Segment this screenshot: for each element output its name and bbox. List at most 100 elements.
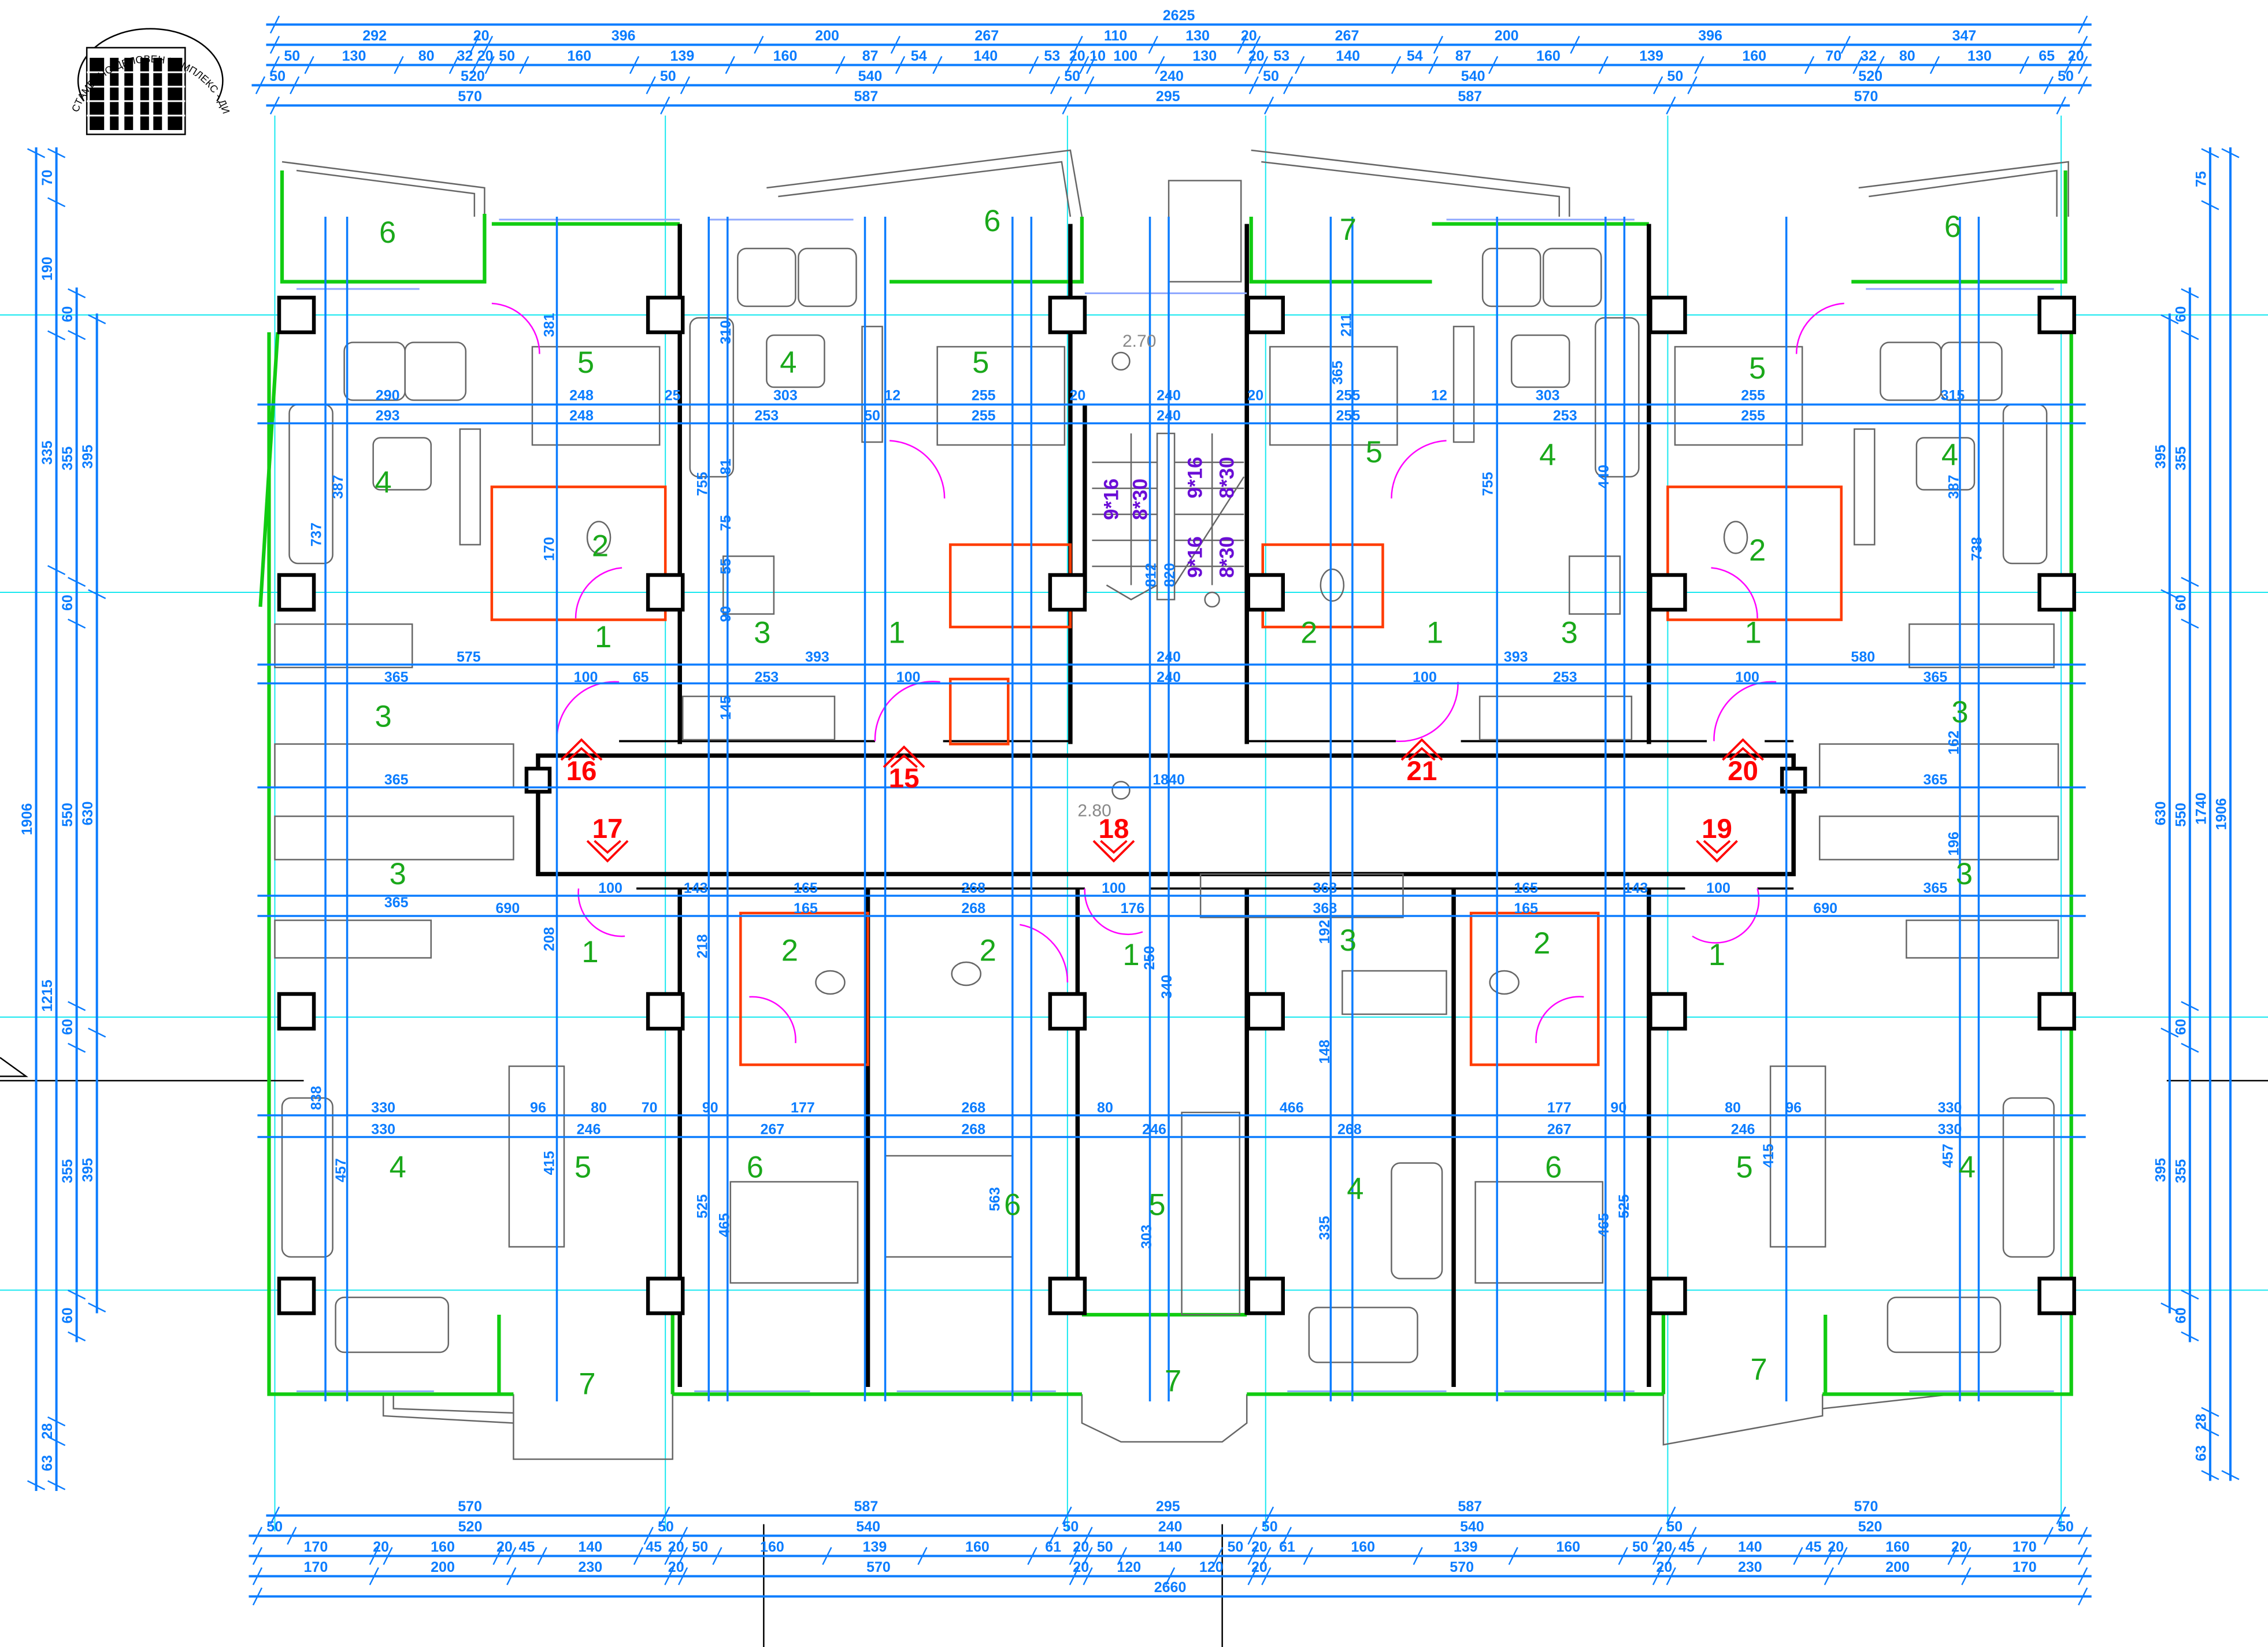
dimension-tick <box>1048 1526 1059 1545</box>
dimension-tick <box>27 1480 46 1490</box>
internal-dimension: 165 <box>794 900 818 917</box>
dimension-tick <box>1697 1546 1707 1566</box>
column <box>646 1277 685 1315</box>
top-dimension-value: 570 <box>458 88 482 105</box>
bottom-dimension-value: 139 <box>1454 1539 1478 1555</box>
bottom-dimension-value: 570 <box>1854 1498 1878 1515</box>
dimension-tick <box>252 1587 263 1606</box>
internal-dimension: 12 <box>1431 388 1447 404</box>
top-dimension-value: 10 <box>1089 48 1106 64</box>
bottom-dimension-value: 160 <box>1351 1539 1375 1555</box>
dimension-tick <box>1050 76 1061 95</box>
left-dimension-value: 355 <box>60 446 76 470</box>
dimension-tick <box>1652 1567 1663 1586</box>
column <box>646 992 685 1031</box>
internal-dimension: 165 <box>1514 880 1538 896</box>
dimension-tick <box>1083 1567 1093 1586</box>
column <box>1648 1277 1687 1315</box>
internal-dimension: 25 <box>665 388 681 404</box>
apartment-number: 21 <box>1407 756 1437 787</box>
dimension-tick <box>1793 1546 1803 1566</box>
room-number: 1 <box>1122 938 1139 972</box>
left-dimension-value: 395 <box>80 1158 96 1182</box>
room-number: 3 <box>1951 695 1968 729</box>
internal-dimension: 820 <box>1162 563 1178 587</box>
bottom-dimension-value: 540 <box>856 1519 880 1535</box>
internal-dimension: 393 <box>805 649 829 665</box>
internal-dimension: 70 <box>642 1100 658 1116</box>
dimension-tick <box>1244 55 1255 75</box>
top-dimension-value: 200 <box>1495 28 1519 44</box>
apartment-number: 19 <box>1702 814 1732 844</box>
bottom-dimension-value: 140 <box>578 1539 602 1555</box>
internal-dimension: 80 <box>1097 1100 1113 1116</box>
dimension-tick <box>269 55 280 75</box>
internal-dimension: 255 <box>972 388 996 404</box>
top-dimension-value: 87 <box>862 48 879 64</box>
left-dimension-value: 1215 <box>39 980 55 1012</box>
dimension-tick <box>1961 1567 1971 1586</box>
stair-rise-label: 9*16 <box>1100 478 1122 520</box>
dimension-tick <box>895 55 906 75</box>
column <box>1048 573 1087 612</box>
internal-dimension: 248 <box>569 388 594 404</box>
internal-dimension: 267 <box>760 1122 784 1138</box>
dimension-tick <box>1391 55 1402 75</box>
dimension-tick <box>88 589 106 599</box>
room-number: 2 <box>1533 926 1550 960</box>
bottom-dimension-value: 20 <box>1656 1539 1673 1555</box>
dimension-tick <box>1065 55 1076 75</box>
dimension-tick <box>68 618 86 629</box>
internal-dimension: 90 <box>702 1100 718 1116</box>
top-dimension-value: 50 <box>499 48 515 64</box>
dimension-tick <box>2181 618 2199 629</box>
internal-dimension: 75 <box>718 515 734 531</box>
room-number: 4 <box>1941 438 1958 472</box>
level-mark: 2.80 <box>1077 802 1111 821</box>
bottom-dimension-value: 45 <box>646 1539 662 1555</box>
bottom-dimension-value: 295 <box>1156 1498 1180 1515</box>
internal-dimension: 253 <box>1553 669 1577 685</box>
dimension-tick <box>1824 1567 1834 1586</box>
dimension-tick <box>1804 55 1815 75</box>
dimension-tick <box>506 1567 517 1586</box>
internal-dimension: 253 <box>754 408 779 424</box>
entry-arrow-icon <box>586 840 629 863</box>
dimension-tick <box>47 330 66 340</box>
internal-dimension: 465 <box>1596 1213 1612 1237</box>
right-dimension-value: 395 <box>2152 1158 2169 1182</box>
dimension-tick <box>725 55 735 75</box>
right-dimension-value: 60 <box>2173 306 2189 322</box>
top-dimension-value: 20 <box>477 48 494 64</box>
dimension-tick <box>449 55 459 75</box>
left-dimension-value: 630 <box>80 802 96 826</box>
dimension-tick <box>68 1001 86 1011</box>
internal-dimension: 330 <box>1938 1122 1962 1138</box>
internal-dimension: 368 <box>1313 880 1337 896</box>
stair-run-label: 8*30 <box>1129 478 1152 520</box>
bottom-dimension-value: 45 <box>1678 1539 1695 1555</box>
internal-dimension: 100 <box>574 669 598 685</box>
dimension-tick <box>537 1546 547 1566</box>
internal-dimension: 208 <box>541 927 557 951</box>
dimension-tick <box>1027 1546 1037 1566</box>
dimension-tick <box>68 1331 86 1342</box>
column <box>1048 992 1087 1031</box>
internal-dimension: 330 <box>371 1100 395 1116</box>
room-number: 5 <box>1366 435 1383 469</box>
internal-dimension: 293 <box>376 408 400 424</box>
dimension-tick <box>2201 1470 2219 1481</box>
dimension-tick <box>633 1546 644 1566</box>
dimension-tick <box>252 1526 263 1545</box>
top-dimension-value: 87 <box>1455 48 1472 64</box>
room-number: 2 <box>781 934 798 968</box>
dimension-tick <box>492 1546 503 1566</box>
dimension-tick <box>2201 1407 2219 1417</box>
dimension-tick <box>255 76 266 95</box>
entry-arrow-icon <box>1400 738 1443 761</box>
right-dimension-value: 355 <box>2173 1159 2189 1184</box>
dimension-tick <box>2181 288 2199 299</box>
